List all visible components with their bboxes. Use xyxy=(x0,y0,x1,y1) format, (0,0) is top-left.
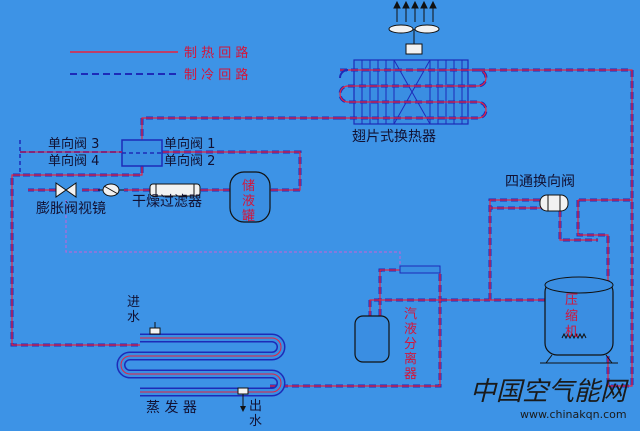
compressor-label-1: 压 xyxy=(565,293,578,308)
liquid-separator xyxy=(354,315,390,363)
expansion-valve-icon xyxy=(55,182,77,198)
watermark: 中国空气能网 www.chinakqn.com xyxy=(470,377,629,421)
water-out-label-2: 水 xyxy=(249,414,262,429)
sight-glass-icon xyxy=(98,183,124,197)
check-valve-4-label: 单向阀 4 xyxy=(48,153,99,169)
legend: 制 热 回 路 制 冷 回 路 xyxy=(70,45,248,83)
evaporator-label: 蒸 发 器 xyxy=(146,400,197,416)
fin-exchanger-label: 翅片式换热器 xyxy=(352,128,436,145)
separator-label-3: 分 xyxy=(404,337,417,352)
receiver-label-2: 液 xyxy=(242,194,255,209)
dryer-filter-label: 干燥过滤器 xyxy=(132,194,202,210)
four-way-valve-icon xyxy=(539,194,569,212)
water-out-label-1: 出 xyxy=(249,399,262,414)
receiver-label-1: 储 xyxy=(242,179,255,194)
receiver-label-3: 罐 xyxy=(242,209,255,224)
check-valve-block xyxy=(19,139,163,175)
four-way-valve-label: 四通换向阀 xyxy=(505,173,575,190)
fan-icon xyxy=(388,0,440,55)
compressor-label-3: 机 xyxy=(565,325,578,340)
separator-label-4: 离 xyxy=(404,351,417,367)
separator-label-2: 液 xyxy=(404,322,417,337)
check-valve-2-label: 单向阀 2 xyxy=(164,153,215,169)
piping xyxy=(10,68,634,388)
compressor xyxy=(540,276,618,364)
water-in-label-2: 水 xyxy=(127,310,140,325)
expansion-sight-label: 膨胀阀视镜 xyxy=(36,200,106,217)
separator-label-5: 器 xyxy=(404,367,417,382)
check-valve-3-label: 单向阀 3 xyxy=(48,136,99,152)
legend-heating-label: 制 热 回 路 xyxy=(184,45,248,61)
watermark-brand: 中国空气能网 xyxy=(470,377,629,407)
receiver-tank xyxy=(229,171,271,223)
dryer-filter-icon xyxy=(149,183,201,197)
separator-label-1: 汽 xyxy=(404,307,417,322)
fin-heat-exchanger xyxy=(338,59,488,125)
watermark-url: www.chinakqn.com xyxy=(520,408,627,421)
evaporator xyxy=(116,322,286,412)
water-in-label-1: 进 xyxy=(127,295,140,310)
check-valve-1-label: 单向阀 1 xyxy=(164,136,215,152)
compressor-label-2: 缩 xyxy=(565,308,578,324)
legend-cooling-label: 制 冷 回 路 xyxy=(184,67,248,83)
